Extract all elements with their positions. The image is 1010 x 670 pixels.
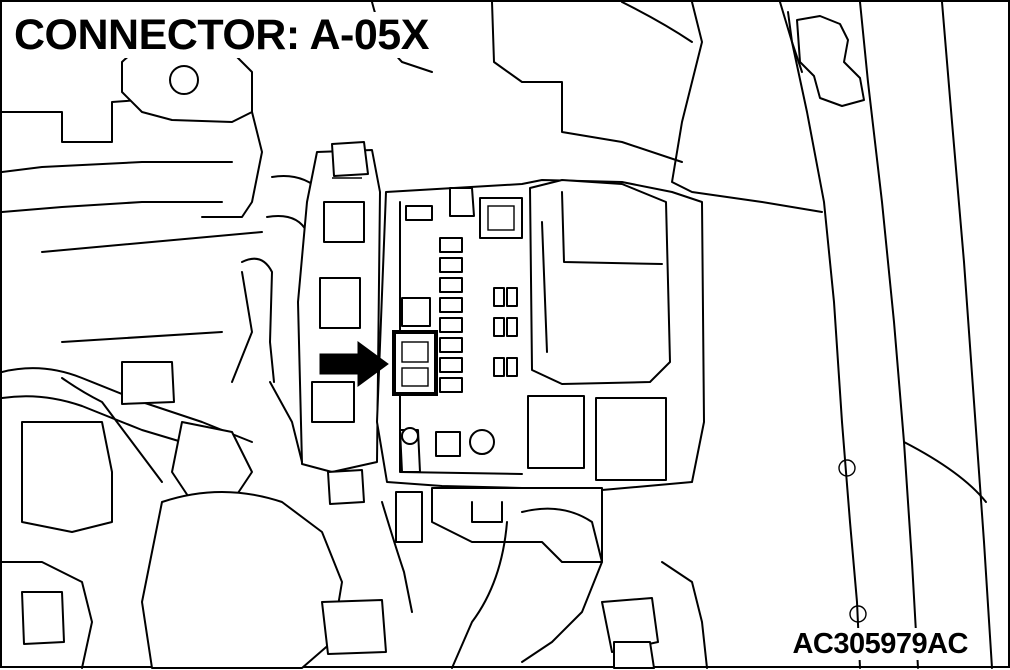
body-panel [621, 2, 993, 669]
lower-left-components [2, 271, 387, 669]
arrow-icon [319, 341, 389, 387]
fuse-relay-box [376, 179, 705, 491]
upper-left-assembly [2, 2, 683, 343]
connector-title: CONNECTOR: A-05X [12, 12, 433, 58]
lower-harness [381, 487, 708, 669]
relay-column [297, 141, 381, 505]
connector-a05x [392, 330, 438, 396]
figure-code: AC305979AC [788, 628, 972, 660]
